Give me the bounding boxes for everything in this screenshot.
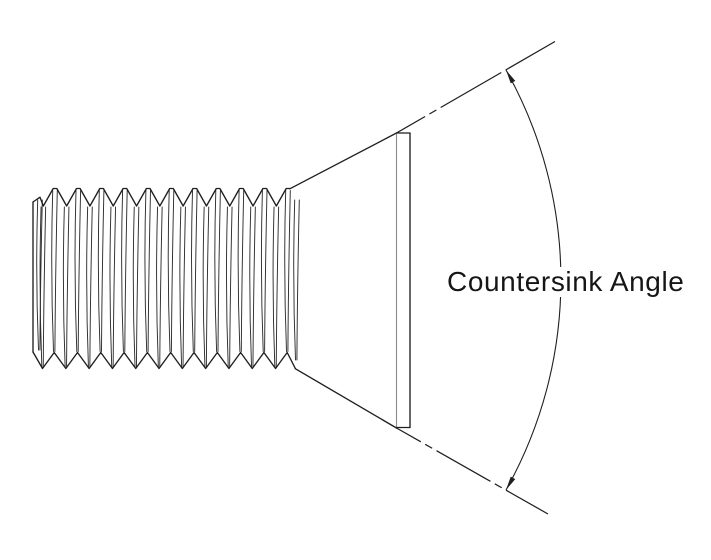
countersink-angle-label: Countersink Angle [444,267,688,297]
thread-flank-lines [36,190,300,368]
dimension-arrowheads [506,70,516,490]
head-rim [395,132,411,429]
extension-lines [396,40,556,515]
countersink-cone [289,132,398,429]
dimension-arrow-top-icon [506,70,516,84]
thread-profile [32,187,297,370]
dimension-arrow-bottom-icon [506,476,516,490]
